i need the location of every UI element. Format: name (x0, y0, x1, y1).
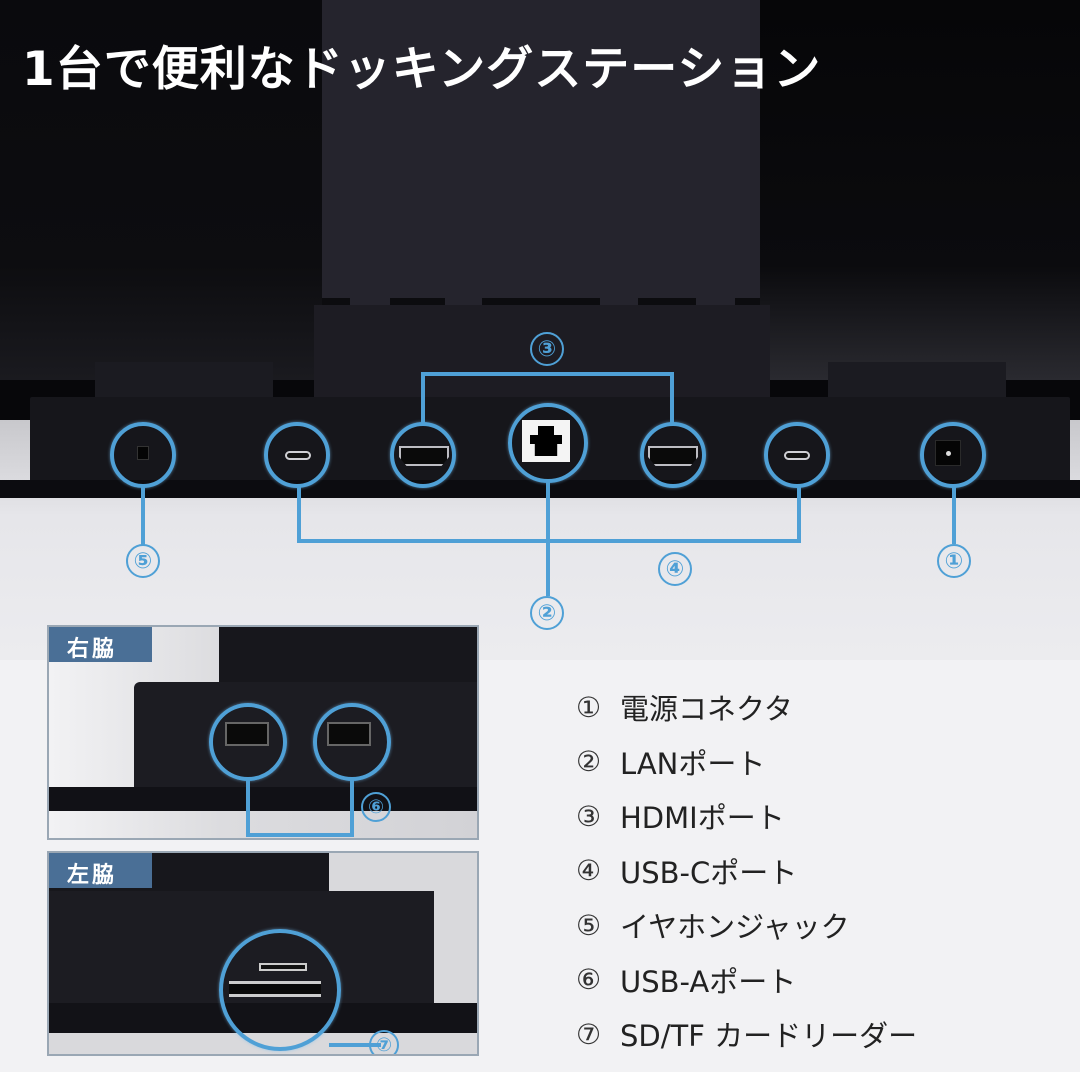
left-shadow (0, 0, 322, 380)
page-title: 1台で便利なドッキングステーション (22, 42, 822, 97)
dock-side (134, 682, 477, 794)
callout-ring-7 (219, 929, 341, 1051)
monitor-stand (322, 0, 760, 305)
callout-line-7 (329, 1043, 381, 1047)
callout-line-6 (246, 833, 354, 837)
callout-ring-1 (920, 422, 986, 488)
legend-number: ① (576, 690, 602, 724)
dock-lip (0, 480, 1080, 498)
callout-ring-5 (110, 422, 176, 488)
callout-line-3 (421, 372, 674, 376)
legend-number: ④ (576, 854, 602, 888)
legend-item: ③ HDMIポート (576, 789, 917, 844)
legend-label: イヤホンジャック (620, 910, 850, 945)
inset-label-right: 右脇 (49, 627, 152, 662)
legend-label: SD/TF カードリーダー (620, 1019, 918, 1054)
callout-line-3 (670, 372, 674, 424)
legend-label: 電源コネクタ (620, 692, 793, 727)
dock-base (49, 787, 477, 811)
callout-line-2 (546, 481, 550, 596)
inset-left-side: ⑦ 左脇 (47, 851, 479, 1056)
legend-number: ② (576, 745, 602, 779)
legend-number: ③ (576, 799, 602, 833)
callout-5: ⑤ (126, 544, 160, 578)
legend-number: ⑤ (576, 908, 602, 942)
right-shadow (760, 0, 1080, 380)
callout-ring-4b (764, 422, 830, 488)
legend-item: ⑥ USB-Aポート (576, 953, 917, 1008)
callout-7: ⑦ (369, 1030, 399, 1054)
callout-ring-2 (508, 403, 588, 483)
legend-number: ⑥ (576, 963, 602, 997)
monitor-edge (219, 627, 477, 682)
legend-item: ⑤ イヤホンジャック (576, 898, 917, 953)
callout-line-4 (797, 486, 801, 542)
callout-4: ④ (658, 552, 692, 586)
callout-2: ② (530, 596, 564, 630)
callout-ring-6a (209, 703, 287, 781)
legend-label: USB-Aポート (620, 964, 797, 999)
legend-number: ⑦ (576, 1017, 602, 1051)
callout-6: ⑥ (361, 792, 391, 822)
callout-ring-4a (264, 422, 330, 488)
legend-label: LANポート (620, 746, 766, 781)
callout-line-3 (421, 372, 425, 424)
callout-line-1 (952, 486, 956, 544)
legend-item: ④ USB-Cポート (576, 844, 917, 899)
port-legend: ① 電源コネクタ ② LANポート ③ HDMIポート ④ USB-Cポート ⑤ イヤホン… (576, 680, 917, 1062)
callout-ring-6b (313, 703, 391, 781)
callout-line-5 (141, 486, 145, 546)
callout-line-6 (350, 779, 354, 837)
legend-label: HDMIポート (620, 801, 785, 836)
legend-label: USB-Cポート (620, 855, 798, 890)
callout-ring-3a (390, 422, 456, 488)
callout-line-4 (297, 486, 301, 542)
callout-line-6 (246, 779, 250, 837)
callout-3: ③ (530, 332, 564, 366)
legend-item: ② LANポート (576, 735, 917, 790)
callout-1: ① (937, 544, 971, 578)
callout-ring-3b (640, 422, 706, 488)
legend-item: ① 電源コネクタ (576, 680, 917, 735)
legend-item: ⑦ SD/TF カードリーダー (576, 1007, 917, 1062)
inset-right-side: ⑥ 右脇 (47, 625, 479, 840)
inset-label-left: 左脇 (49, 853, 152, 888)
